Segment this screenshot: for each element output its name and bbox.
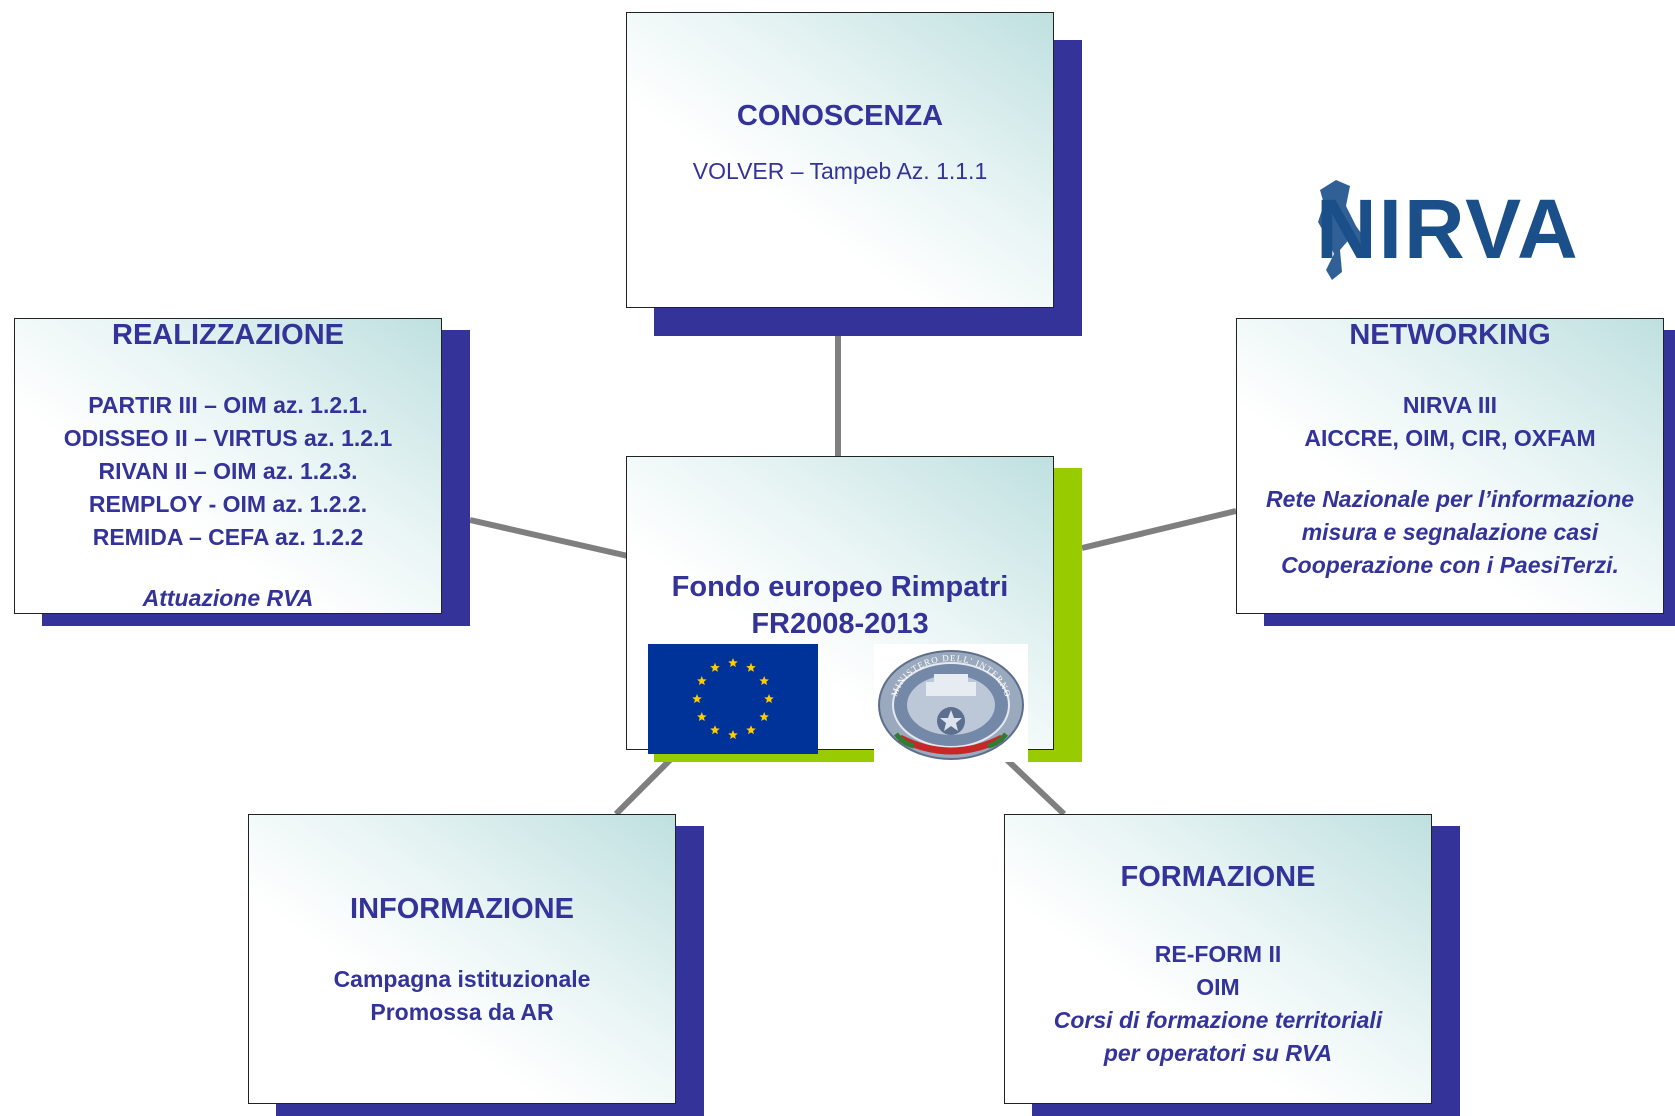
eu-star bbox=[710, 662, 720, 672]
box-line: REMPLOY - OIM az. 1.2.2. bbox=[88, 491, 368, 517]
box-conoscenza: CONOSCENZA VOLVER – Tampeb Az. 1.1.1 bbox=[626, 12, 1082, 336]
box-body: CONOSCENZA VOLVER – Tampeb Az. 1.1.1 bbox=[626, 12, 1054, 308]
eu-star bbox=[710, 725, 720, 735]
eu-star bbox=[759, 712, 769, 721]
box-title: NETWORKING bbox=[1349, 319, 1551, 351]
box-line: NIRVA III bbox=[1402, 392, 1498, 418]
ministero-seal-icon: MINISTERO DELL' INTERNO bbox=[874, 644, 1028, 762]
nirva-logo-icon: NIRVA bbox=[1316, 180, 1580, 280]
box-line: Campagna istituzionale bbox=[333, 966, 591, 992]
box-line: VOLVER – Tampeb Az. 1.1.1 bbox=[692, 158, 988, 184]
box-line: PARTIR III – OIM az. 1.2.1. bbox=[88, 392, 368, 418]
connector-informazione bbox=[613, 755, 675, 817]
box-body: REALIZZAZIONE PARTIR III – OIM az. 1.2.1… bbox=[14, 318, 442, 614]
box-line: REMIDA – CEFA az. 1.2.2 bbox=[92, 524, 364, 550]
box-line: Promossa da AR bbox=[370, 999, 554, 1025]
eu-flag-icon bbox=[648, 644, 818, 754]
box-formazione: FORMAZIONE RE-FORM II OIM Corsi di forma… bbox=[1004, 814, 1460, 1116]
box-line: RIVAN II – OIM az. 1.2.3. bbox=[98, 458, 358, 484]
box-line: per operatori su RVA bbox=[1103, 1040, 1333, 1066]
center-title-line2: FR2008-2013 bbox=[751, 608, 929, 640]
connector-formazione bbox=[1002, 755, 1067, 817]
eu-star bbox=[746, 725, 756, 735]
eu-star bbox=[728, 730, 738, 739]
box-line: Cooperazione con i PaesiTerzi. bbox=[1281, 552, 1619, 578]
eu-star bbox=[759, 676, 769, 685]
box-networking: NETWORKING NIRVA III AICCRE, OIM, CIR, O… bbox=[1236, 318, 1675, 626]
eu-star bbox=[764, 694, 774, 703]
box-title: FORMAZIONE bbox=[1120, 861, 1316, 893]
eu-star bbox=[728, 658, 738, 667]
eu-star bbox=[692, 694, 702, 703]
nirva-logo-text: NIRVA bbox=[1316, 182, 1580, 276]
box-title: REALIZZAZIONE bbox=[112, 319, 344, 351]
box-informazione: INFORMAZIONE Campagna istituzionale Prom… bbox=[248, 814, 704, 1116]
connector-realizzazione bbox=[469, 517, 629, 559]
box-title: INFORMAZIONE bbox=[350, 893, 574, 925]
connector-networking bbox=[1081, 508, 1237, 551]
box-body: NETWORKING NIRVA III AICCRE, OIM, CIR, O… bbox=[1236, 318, 1664, 614]
box-body: INFORMAZIONE Campagna istituzionale Prom… bbox=[248, 814, 676, 1104]
box-line: ODISSEO II – VIRTUS az. 1.2.1 bbox=[63, 425, 393, 451]
box-title: CONOSCENZA bbox=[736, 100, 944, 132]
eu-star bbox=[697, 712, 707, 721]
box-line: Attuazione RVA bbox=[142, 585, 314, 611]
box-line: AICCRE, OIM, CIR, OXFAM bbox=[1304, 425, 1596, 451]
box-line: Rete Nazionale per l’informazione bbox=[1265, 486, 1635, 512]
box-line: misura e segnalazione casi bbox=[1301, 519, 1599, 545]
box-line: OIM bbox=[1196, 974, 1240, 1000]
box-body: FORMAZIONE RE-FORM II OIM Corsi di forma… bbox=[1004, 814, 1432, 1104]
box-line: Corsi di formazione territoriali bbox=[1053, 1007, 1383, 1033]
center-title-line1: Fondo europeo Rimpatri bbox=[671, 571, 1009, 603]
box-center: Fondo europeo Rimpatri FR2008-2013 MINIS… bbox=[626, 456, 1082, 762]
box-realizzazione: REALIZZAZIONE PARTIR III – OIM az. 1.2.1… bbox=[14, 318, 470, 626]
eu-star bbox=[697, 676, 707, 685]
box-line: RE-FORM II bbox=[1154, 941, 1282, 967]
eu-star bbox=[746, 662, 756, 672]
